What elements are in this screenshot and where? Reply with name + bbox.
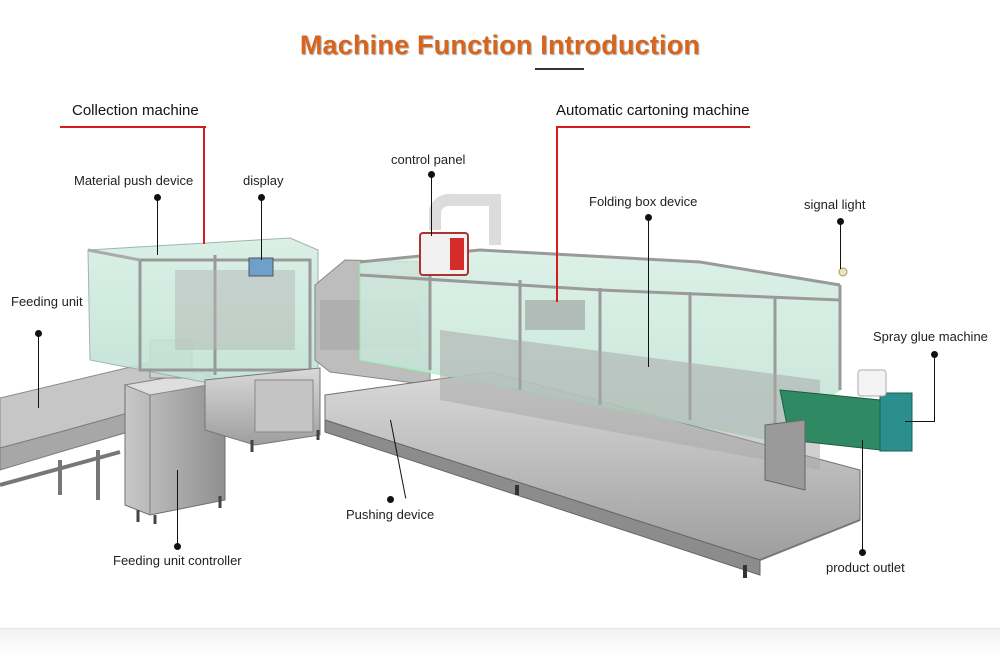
collection-machine-heading: Collection machine: [72, 102, 199, 119]
pushing-device-dot: [387, 496, 394, 503]
spray-glue-machine-leader: [934, 354, 935, 422]
feeding-unit-controller-dot: [174, 543, 181, 550]
collection-machine-leader: [203, 126, 205, 244]
page-title: Machine Function Introduction: [299, 30, 701, 60]
bottom-shadow-strip: [0, 628, 1000, 656]
spray-glue-machine-label: Spray glue machine: [873, 329, 988, 344]
signal-light-leader: [840, 221, 841, 269]
feeding-unit-controller-label: Feeding unit controller: [113, 553, 242, 568]
material-push-device-label: Material push device: [74, 173, 194, 188]
title-underline: [535, 68, 584, 70]
material-push-device-leader: [157, 197, 158, 255]
folding-box-device-leader: [648, 217, 649, 367]
cartoning-machine-leader: [556, 126, 558, 302]
spray-glue-machine-leader-h: [905, 421, 935, 422]
product-outlet-leader: [862, 440, 863, 552]
control-panel-leader: [431, 174, 432, 236]
folding-box-device-label: Folding box device: [589, 194, 698, 209]
feeding-unit-controller-leader: [177, 470, 178, 546]
product-outlet-dot: [859, 549, 866, 556]
feeding-unit-label: Feeding unit: [11, 294, 83, 309]
display-label: display: [243, 173, 284, 188]
cartoning-machine-underline: [556, 126, 750, 128]
cartoning-machine-heading: Automatic cartoning machine: [556, 102, 750, 119]
signal-light-label: signal light: [804, 197, 866, 212]
pushing-device-label: Pushing device: [346, 507, 435, 522]
product-outlet-label: product outlet: [826, 560, 905, 575]
collection-machine-underline: [60, 126, 206, 128]
display-leader: [261, 197, 262, 260]
feeding-unit-leader: [38, 333, 39, 408]
control-panel-label: control panel: [391, 152, 466, 167]
